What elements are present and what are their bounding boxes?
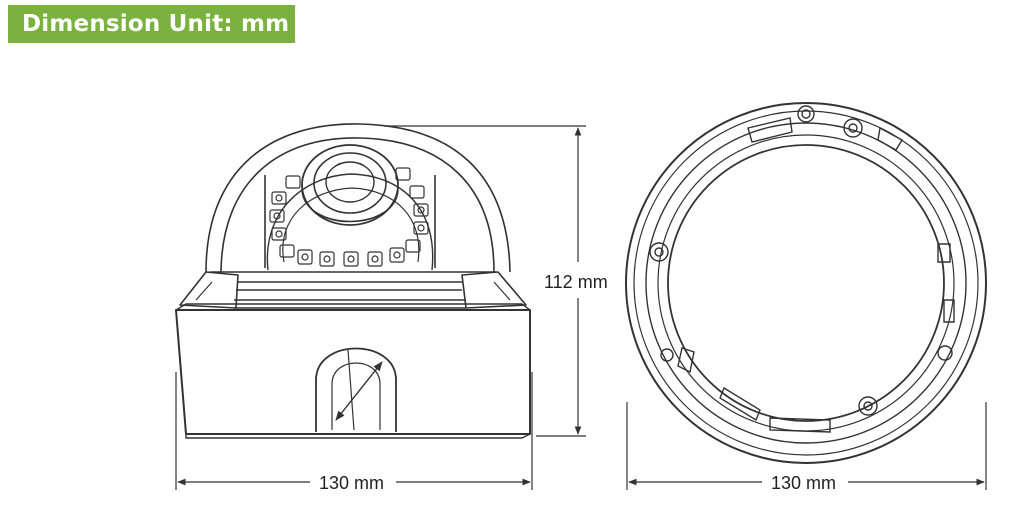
dome-camera-side-view bbox=[175, 123, 531, 439]
mounting-ring-bottom-view bbox=[625, 102, 987, 464]
base-width-dimension-label: 130 mm bbox=[771, 473, 836, 493]
side-width-dimension-label: 130 mm bbox=[319, 473, 384, 493]
dimension-unit-badge: Dimension Unit: mm bbox=[8, 5, 295, 43]
dimension-unit-label: Dimension Unit: mm bbox=[22, 11, 290, 37]
height-dimension-label: 112 mm bbox=[544, 272, 608, 292]
dimension-lines bbox=[175, 125, 987, 490]
